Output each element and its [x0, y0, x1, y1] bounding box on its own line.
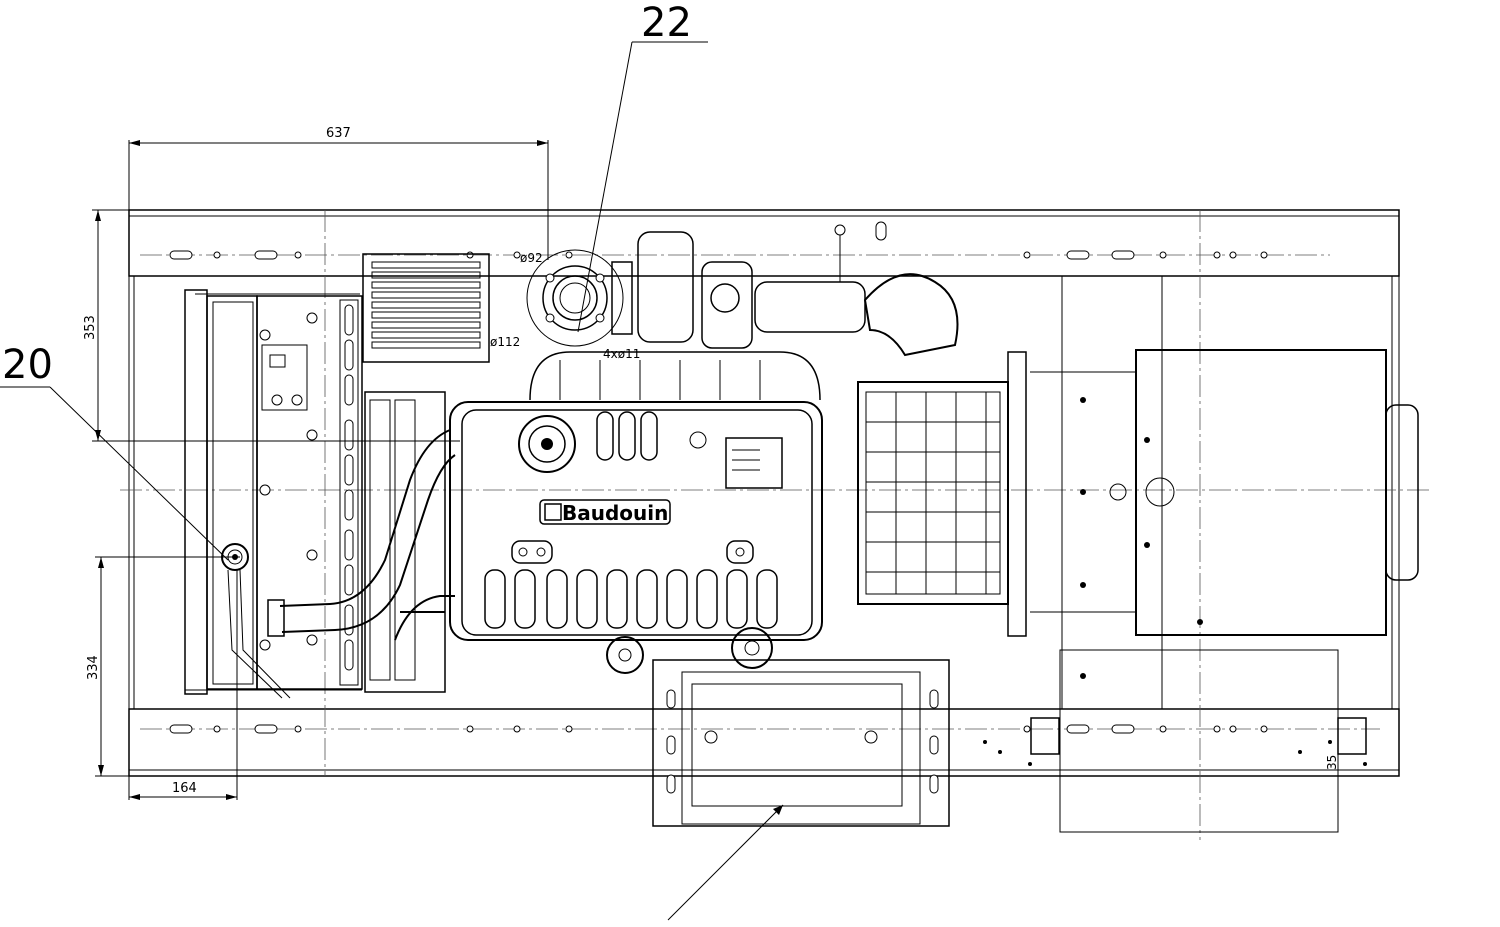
fuel-tank — [652, 659, 950, 827]
dimension-35-label: 35 — [1325, 755, 1339, 770]
flange-annotations: ø92 ø112 4xø11 — [490, 251, 640, 361]
radiator-cap — [221, 543, 291, 699]
bolt-pattern-label: 4xø11 — [603, 347, 640, 361]
dimension-35: 35 — [1325, 750, 1339, 776]
callout-22-label: 22 — [641, 0, 692, 46]
dimension-164-label: 164 — [172, 781, 197, 796]
coolant-pipe — [267, 429, 456, 641]
dia-112-label: ø112 — [490, 335, 520, 349]
dimension-334-label: 334 — [86, 655, 101, 680]
fan-guard — [857, 351, 1027, 637]
callout-22: 22 — [577, 0, 708, 333]
dimension-353: 353 — [83, 209, 460, 442]
callout-20: 20 — [0, 342, 229, 561]
mounting-brackets — [983, 717, 1367, 766]
base-frame — [120, 209, 1430, 840]
engine-block: Baudouin — [449, 351, 823, 674]
dimension-164: 164 — [128, 570, 238, 800]
air-filter-grille — [362, 253, 490, 693]
brand-label: Baudouin — [562, 501, 668, 525]
radiator — [184, 289, 363, 695]
dimension-637-label: 637 — [326, 126, 351, 141]
turbocharger — [701, 224, 959, 357]
exhaust-flange — [526, 231, 694, 347]
callout-bottom-leader — [667, 804, 784, 921]
alternator — [1030, 275, 1419, 833]
dimension-334: 334 — [86, 556, 240, 777]
rail-holes — [169, 221, 1268, 734]
dia-92-label: ø92 — [520, 251, 543, 265]
dimension-353-label: 353 — [83, 315, 98, 340]
callout-20-label: 20 — [2, 342, 53, 388]
dimension-637: 637 — [128, 126, 549, 260]
